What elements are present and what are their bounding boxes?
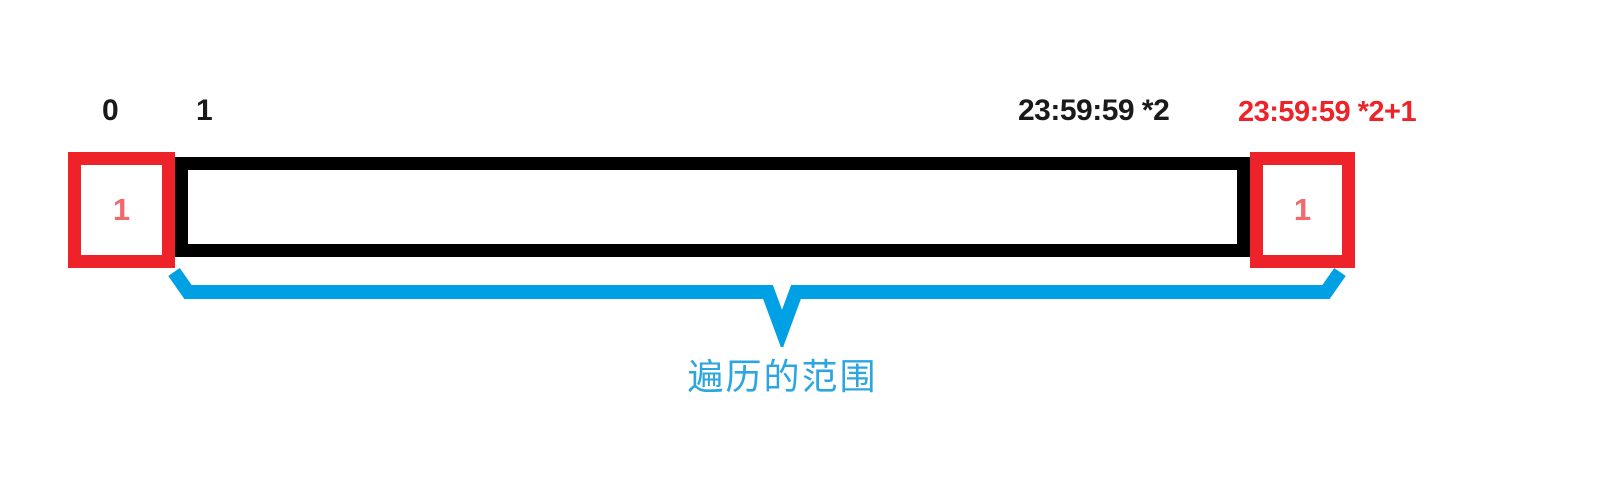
array-cell-last-highlighted: 1 bbox=[1250, 152, 1355, 268]
array-strip: 1 1 bbox=[68, 152, 1355, 268]
array-cell-first-highlighted: 1 bbox=[68, 152, 175, 268]
array-cell-last-value: 1 bbox=[1293, 191, 1312, 227]
range-brace-caption: 遍历的范围 bbox=[687, 357, 878, 398]
array-cell-first-value: 1 bbox=[112, 191, 131, 227]
index-label-end: 23:59:59 *2 bbox=[1018, 94, 1170, 127]
index-label-end-plus-one: 23:59:59 *2+1 bbox=[1238, 96, 1417, 128]
array-body-rectangle bbox=[175, 157, 1250, 257]
range-brace bbox=[160, 262, 1360, 351]
index-label-one: 1 bbox=[196, 94, 213, 127]
index-label-zero: 0 bbox=[102, 94, 119, 127]
range-brace-icon bbox=[168, 267, 1346, 351]
